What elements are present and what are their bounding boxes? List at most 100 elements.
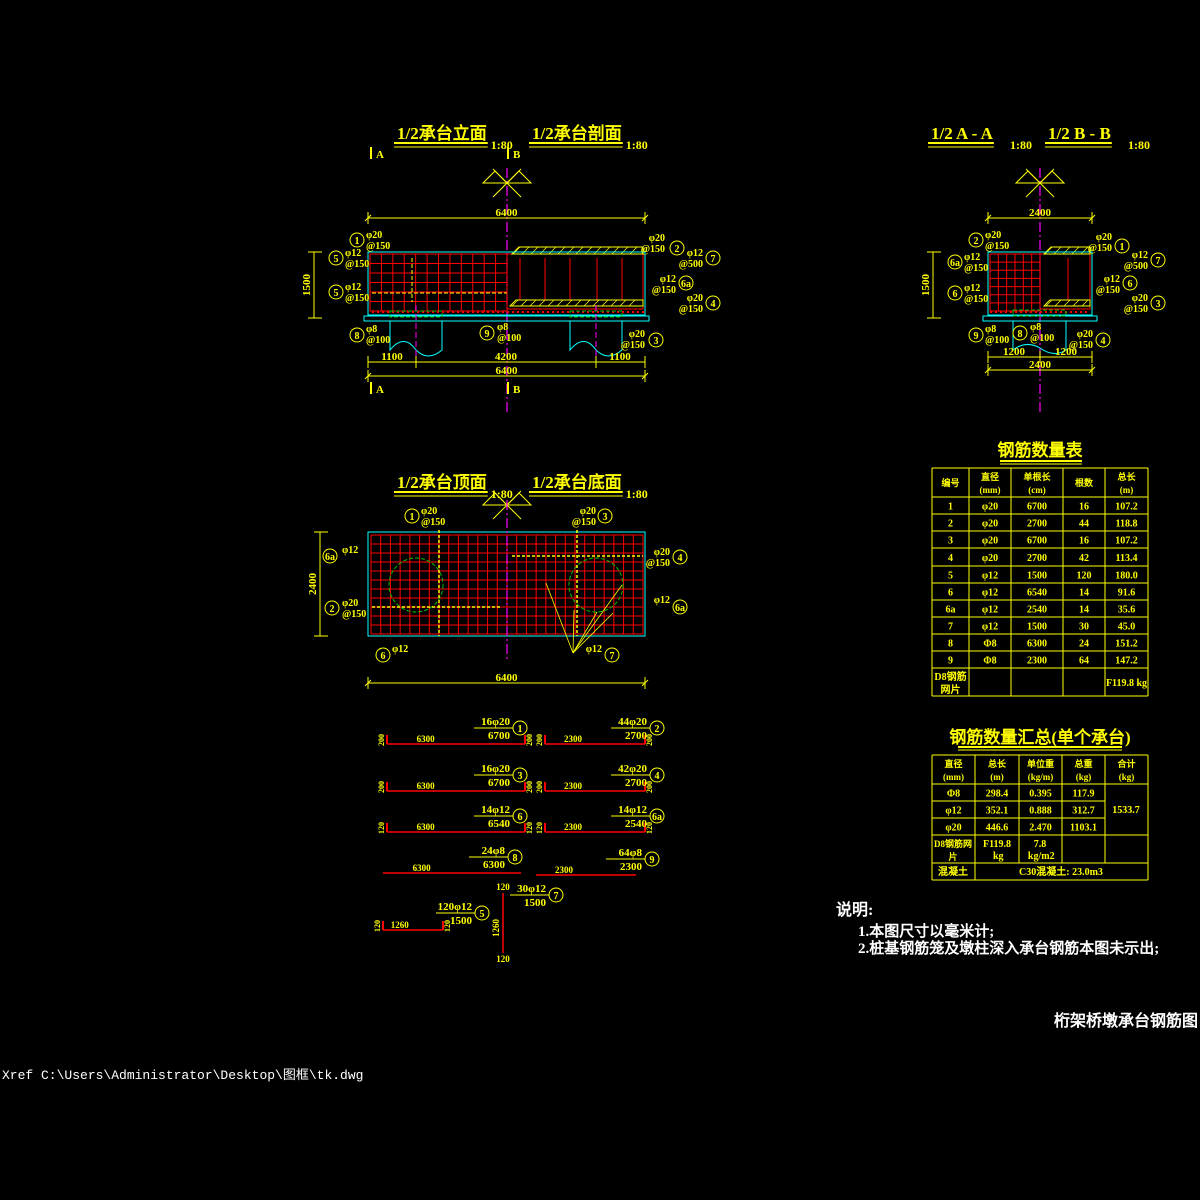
rebar-summary-table: 钢筋数量汇总(单个承台)直径(mm)总长(m)单位重(kg/m)总重(kg)合计…: [931, 727, 1149, 881]
table-cell: 5: [948, 571, 953, 582]
table-cell: 2700: [1027, 553, 1047, 564]
table-header-line: (m): [1120, 485, 1134, 495]
callout-spec: φ8: [366, 324, 377, 335]
hatch-band: [1042, 299, 1091, 307]
bar-length: 6700: [488, 730, 511, 742]
table-cell: Φ8: [983, 639, 996, 650]
table-cell: φ12: [982, 605, 998, 616]
table-cell: 91.6: [1118, 588, 1136, 599]
callout-spec: φ12: [660, 274, 676, 285]
callout-number: 5: [334, 288, 339, 299]
table-cell: 2700: [1027, 519, 1047, 530]
bar-number: 8: [513, 853, 518, 864]
callout-number: 1: [355, 236, 360, 247]
callout-number: 9: [974, 331, 979, 342]
callout-spec: φ8: [985, 324, 996, 335]
table-cell: 7.8 kg/m2: [1025, 839, 1054, 862]
callout-number: 1: [1120, 242, 1125, 253]
line: [984, 366, 992, 374]
hook-length: 200: [377, 781, 386, 793]
table-cell: 312.7: [1072, 806, 1095, 817]
hook-length: 200: [525, 781, 534, 793]
table-cell: 14: [1079, 605, 1089, 616]
callout-spec: φ20: [366, 230, 382, 241]
dimension-text: 1100: [381, 351, 403, 363]
callout-circle: [705, 295, 721, 311]
line: [1053, 246, 1062, 255]
elevation-scale: 1:80: [491, 138, 513, 152]
line: [610, 299, 618, 307]
callout-circle: [548, 887, 564, 903]
table-cell-line: kg: [990, 851, 1003, 862]
rebar-cage: [1039, 253, 1091, 310]
pile: [1012, 321, 1067, 354]
callout-spacing: @150: [1124, 304, 1148, 315]
callout-spacing: @150: [1088, 243, 1112, 254]
dimension-text: 2400: [1029, 359, 1052, 371]
line: [574, 299, 582, 307]
table-cell: 180.0: [1115, 571, 1138, 582]
callout-spec: φ12: [964, 283, 980, 294]
line: [530, 246, 539, 255]
callout-spacing: @150: [342, 609, 366, 620]
callout-spacing: @150: [985, 241, 1009, 252]
callout-number: 4: [678, 553, 683, 564]
table-title: 钢筋数量汇总(单个承台): [949, 727, 1130, 747]
rebar-callout-9: 9φ8@100: [479, 322, 521, 344]
section-scale: 1:80: [626, 138, 648, 152]
line: [539, 246, 548, 255]
callout-spacing: @150: [366, 241, 390, 252]
callout-spec: φ8: [497, 322, 508, 333]
callout-spec: φ20: [421, 506, 437, 517]
hook-length: 200: [525, 734, 534, 746]
hook-length: 120: [377, 822, 386, 834]
straight-length: 2300: [555, 865, 574, 875]
table-header: 直径(mm): [980, 471, 1001, 495]
table-cell: 147.2: [1115, 656, 1138, 667]
table-header-line: 总长: [988, 758, 1007, 769]
straight-length: 6300: [417, 822, 436, 832]
table-cell: 3: [948, 536, 953, 547]
callout-spacing: @150: [1069, 340, 1093, 351]
callout-number: 3: [654, 336, 659, 347]
callout-circle: [1095, 332, 1111, 348]
callout-spacing: @500: [679, 259, 703, 270]
rebar-callout-1: 1 φ20@150: [1088, 232, 1130, 254]
callout-number: 7: [610, 651, 615, 662]
dimension-text: 1500: [301, 274, 313, 297]
callout-spacing: @100: [366, 335, 390, 346]
dimension-text: 6400: [496, 207, 519, 219]
table-cell: 298.4: [986, 789, 1009, 800]
line: [583, 299, 591, 307]
pile-cap-outline: [987, 251, 1093, 316]
table-cell: 0.888: [1029, 806, 1052, 817]
section-mark: [507, 147, 509, 159]
callout-circle: [1150, 295, 1166, 311]
hatch-band: [1042, 246, 1091, 255]
callout-spec: φ20: [1096, 232, 1112, 243]
callout-circle: [512, 767, 528, 783]
callout-spacing: @500: [1124, 261, 1148, 272]
section-mark: [370, 382, 372, 394]
table-cell: 107.2: [1115, 502, 1138, 513]
callout-spacing: @150: [646, 558, 670, 569]
callout-spacing: @150: [964, 263, 988, 274]
callout-circle: [404, 508, 420, 524]
table-cell: 151.2: [1115, 639, 1138, 650]
callout-circle: [672, 549, 688, 565]
pile-outline: [568, 557, 624, 613]
dimension-text: 4200: [495, 351, 518, 363]
